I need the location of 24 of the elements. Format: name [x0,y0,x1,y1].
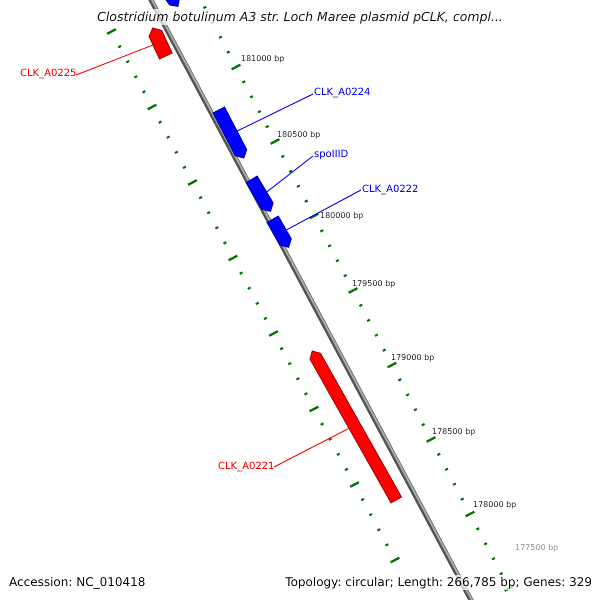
leader-line [286,190,362,230]
gene-segment [213,106,247,158]
tick-label: 178000 bp [473,500,516,510]
leader-line [266,156,314,192]
gene-segment [267,216,292,247]
topology-text: Topology: circular; Length: 266,785 bp; Genes: 329 [285,575,592,590]
tick-label: 177500 bp [515,543,558,553]
tick-label: 179500 bp [352,279,396,289]
gene-label: spoIIID [314,148,348,161]
leader-line [76,44,154,76]
gene-segment [246,176,274,211]
accession-text: Accession: NC_010418 [9,575,146,590]
leader-line [274,428,350,468]
gene-segment [149,28,172,59]
tick-label: 178500 bp [432,427,476,437]
gene-label: CLK_A0225 [20,67,76,80]
tick-label: 179000 bp [391,353,434,363]
tick-label: 181000 bp [241,54,284,64]
gene-label: CLK_A0224 [314,86,370,99]
gene-label: CLK_A0222 [362,183,418,196]
tick-label: 180000 bp [320,211,364,221]
tick-label: 180500 bp [277,130,320,140]
gene-label: CLK_A0221 [218,460,274,473]
leader-line [236,94,314,132]
